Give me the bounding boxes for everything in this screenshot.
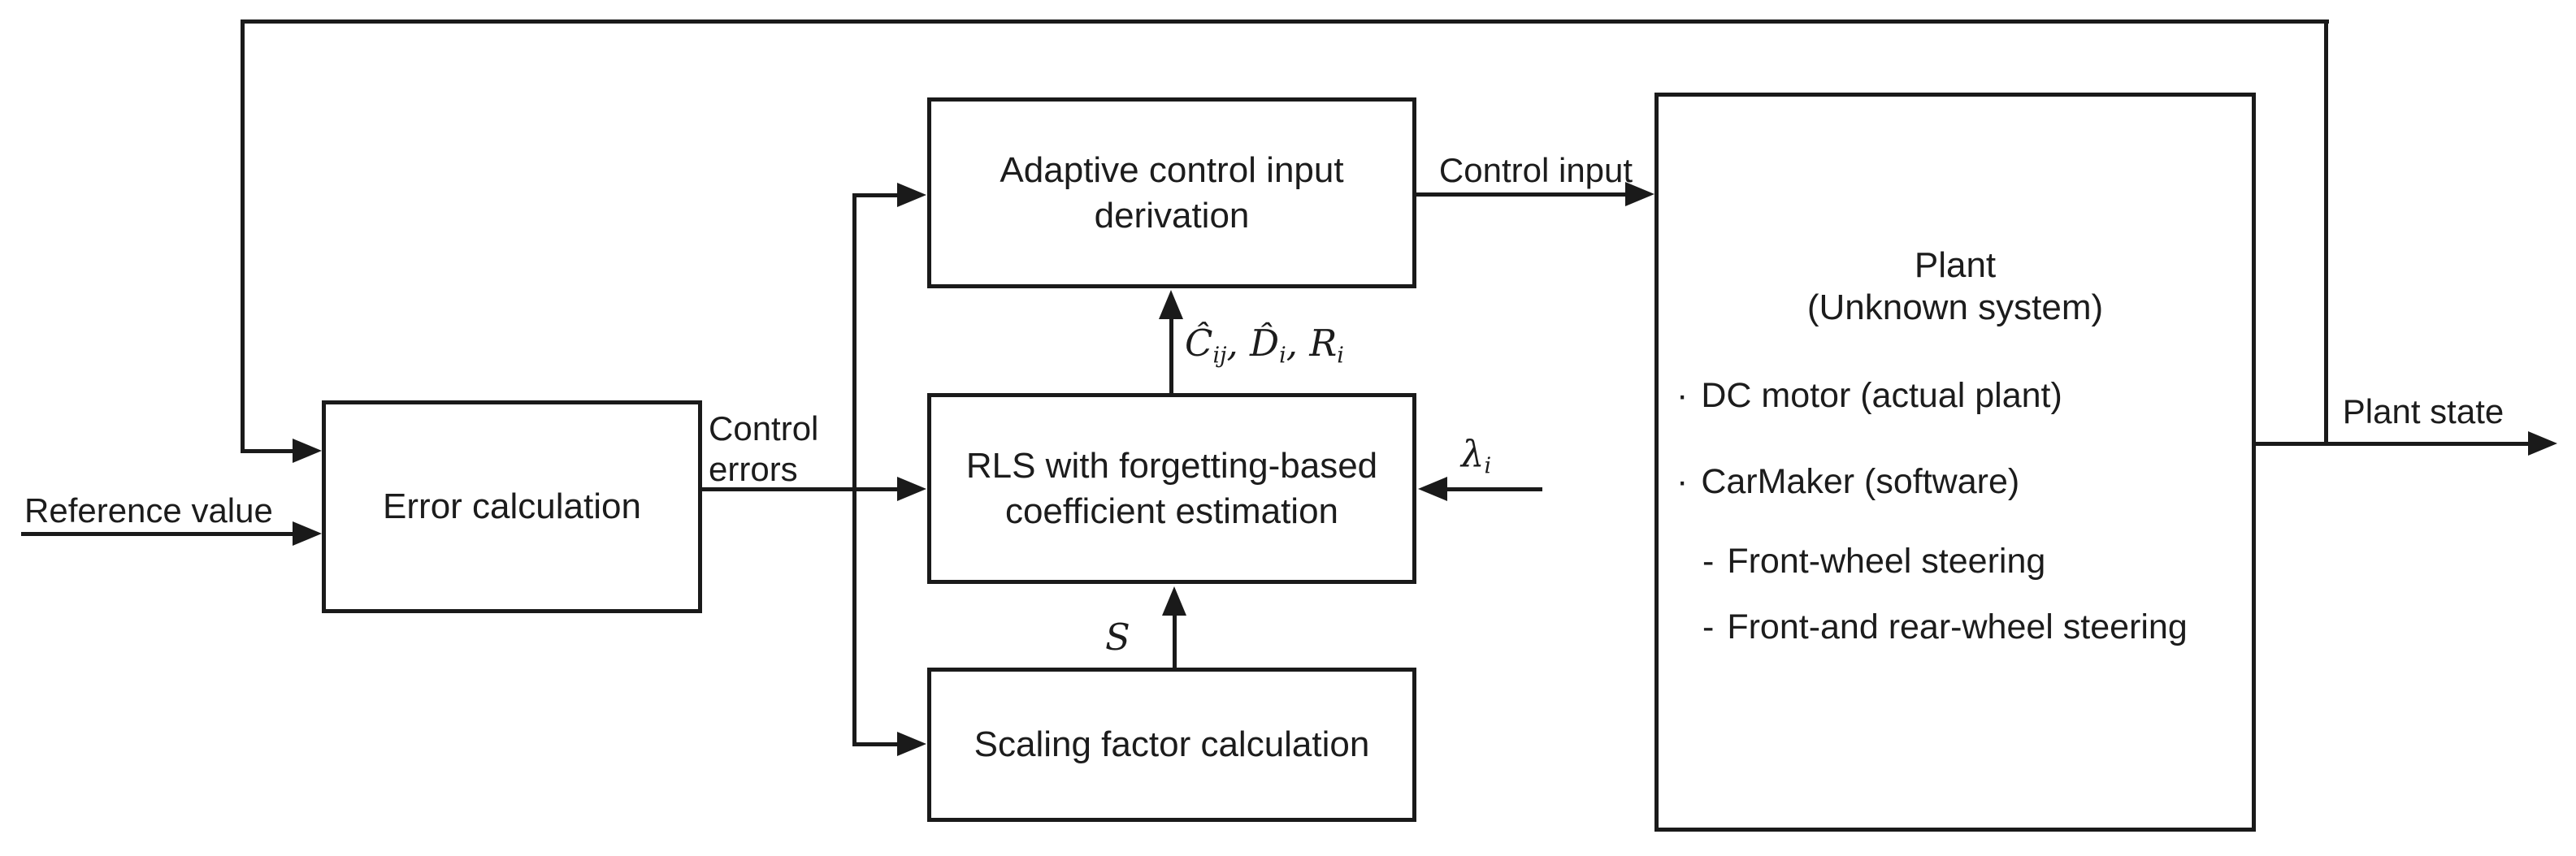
feedback-line-into-error xyxy=(241,449,294,453)
plant-state-label: Plant state xyxy=(2342,392,2504,430)
plant-item-dc-motor: · DC motor (actual plant) xyxy=(1676,376,2062,415)
coefficients-d-sub: i xyxy=(1279,343,1286,369)
feedback-arrowhead xyxy=(293,439,322,463)
plant-title: Plant (Unknown system) xyxy=(1659,244,2252,329)
plant-item-front-wheel-text: Front-wheel steering xyxy=(1727,542,2046,581)
branch-to-adaptive xyxy=(852,193,899,197)
rls-label-line2: coefficient estimation xyxy=(1004,491,1339,531)
adaptive-control-block: Adaptive control input derivation xyxy=(927,97,1416,288)
scaling-output-arrowhead xyxy=(1162,586,1186,616)
scaling-factor-label: Scaling factor calculation xyxy=(974,724,1370,764)
coefficients-line xyxy=(1169,317,1173,393)
feedback-line-right-vertical xyxy=(2324,19,2328,446)
lambda-sub: i xyxy=(1484,453,1492,479)
scaling-factor-symbol: S xyxy=(1105,616,1130,659)
plant-item-carmaker-text: CarMaker (software) xyxy=(1701,462,2020,501)
feedback-line-left-vertical xyxy=(241,19,245,453)
coefficients-arrowhead xyxy=(1159,290,1183,319)
coefficients-label: Ĉij, D̂i, Ri xyxy=(1185,322,1344,369)
plant-item-carmaker: · CarMaker (software) xyxy=(1676,462,2019,501)
reference-line xyxy=(21,532,294,536)
control-errors-line2: errors xyxy=(709,450,798,488)
plant-item-dc-motor-text: DC motor (actual plant) xyxy=(1701,376,2062,415)
error-calculation-block: Error calculation xyxy=(322,400,702,613)
branch-adaptive-arrowhead xyxy=(897,183,926,207)
adaptive-control-label-line1: Adaptive control input xyxy=(1000,149,1344,190)
feedback-line-top xyxy=(241,19,2329,24)
lambda-label: λi xyxy=(1461,432,1491,479)
control-input-label: Control input xyxy=(1438,151,1633,189)
plant-state-arrowhead xyxy=(2528,431,2557,456)
plant-title-line1: Plant xyxy=(1914,245,1997,285)
control-errors-label: Control errors xyxy=(709,409,818,490)
rls-block: RLS with forgetting-based coefficient es… xyxy=(927,393,1416,584)
error-calculation-label: Error calculation xyxy=(383,486,641,526)
bullet-icon: · xyxy=(1676,376,1689,415)
lambda-line xyxy=(1446,487,1542,491)
reference-value-label: Reference value xyxy=(24,491,273,530)
branch-vertical xyxy=(852,193,856,746)
coefficients-d: , D̂ xyxy=(1226,322,1280,365)
coefficients-r-sub: i xyxy=(1337,343,1344,369)
dash-icon: - xyxy=(1702,607,1715,646)
plant-block: Plant (Unknown system) · DC motor (actual… xyxy=(1654,93,2256,832)
plant-title-line2: (Unknown system) xyxy=(1806,287,2104,327)
control-errors-arrowhead xyxy=(897,477,926,501)
scaling-factor-s: S xyxy=(1105,616,1130,659)
control-errors-line1: Control xyxy=(709,409,819,447)
control-errors-line xyxy=(702,487,899,491)
scaling-factor-block: Scaling factor calculation xyxy=(927,668,1416,822)
scaling-output-line xyxy=(1173,613,1177,668)
branch-scaling-arrowhead xyxy=(897,732,926,756)
bullet-icon: · xyxy=(1676,462,1689,501)
dash-icon: - xyxy=(1702,542,1715,581)
lambda-arrowhead xyxy=(1418,477,1447,501)
plant-item-front-rear-wheel-text: Front-and rear-wheel steering xyxy=(1727,607,2188,646)
lambda-base: λ xyxy=(1461,432,1485,475)
rls-label-line1: RLS with forgetting-based xyxy=(965,445,1378,486)
plant-state-line xyxy=(2256,442,2530,446)
control-input-line xyxy=(1416,192,1627,197)
adaptive-control-label-line2: derivation xyxy=(1094,195,1250,236)
coefficients-c-sub: ij xyxy=(1212,343,1227,369)
coefficients-r: , R xyxy=(1286,322,1338,365)
reference-arrowhead xyxy=(293,521,322,546)
plant-item-front-wheel: -Front-wheel steering xyxy=(1702,542,2045,581)
control-input-arrowhead xyxy=(1625,182,1654,206)
branch-to-scaling xyxy=(852,742,899,746)
plant-item-front-rear-wheel: -Front-and rear-wheel steering xyxy=(1702,607,2188,646)
coefficients-c: Ĉ xyxy=(1185,322,1213,365)
